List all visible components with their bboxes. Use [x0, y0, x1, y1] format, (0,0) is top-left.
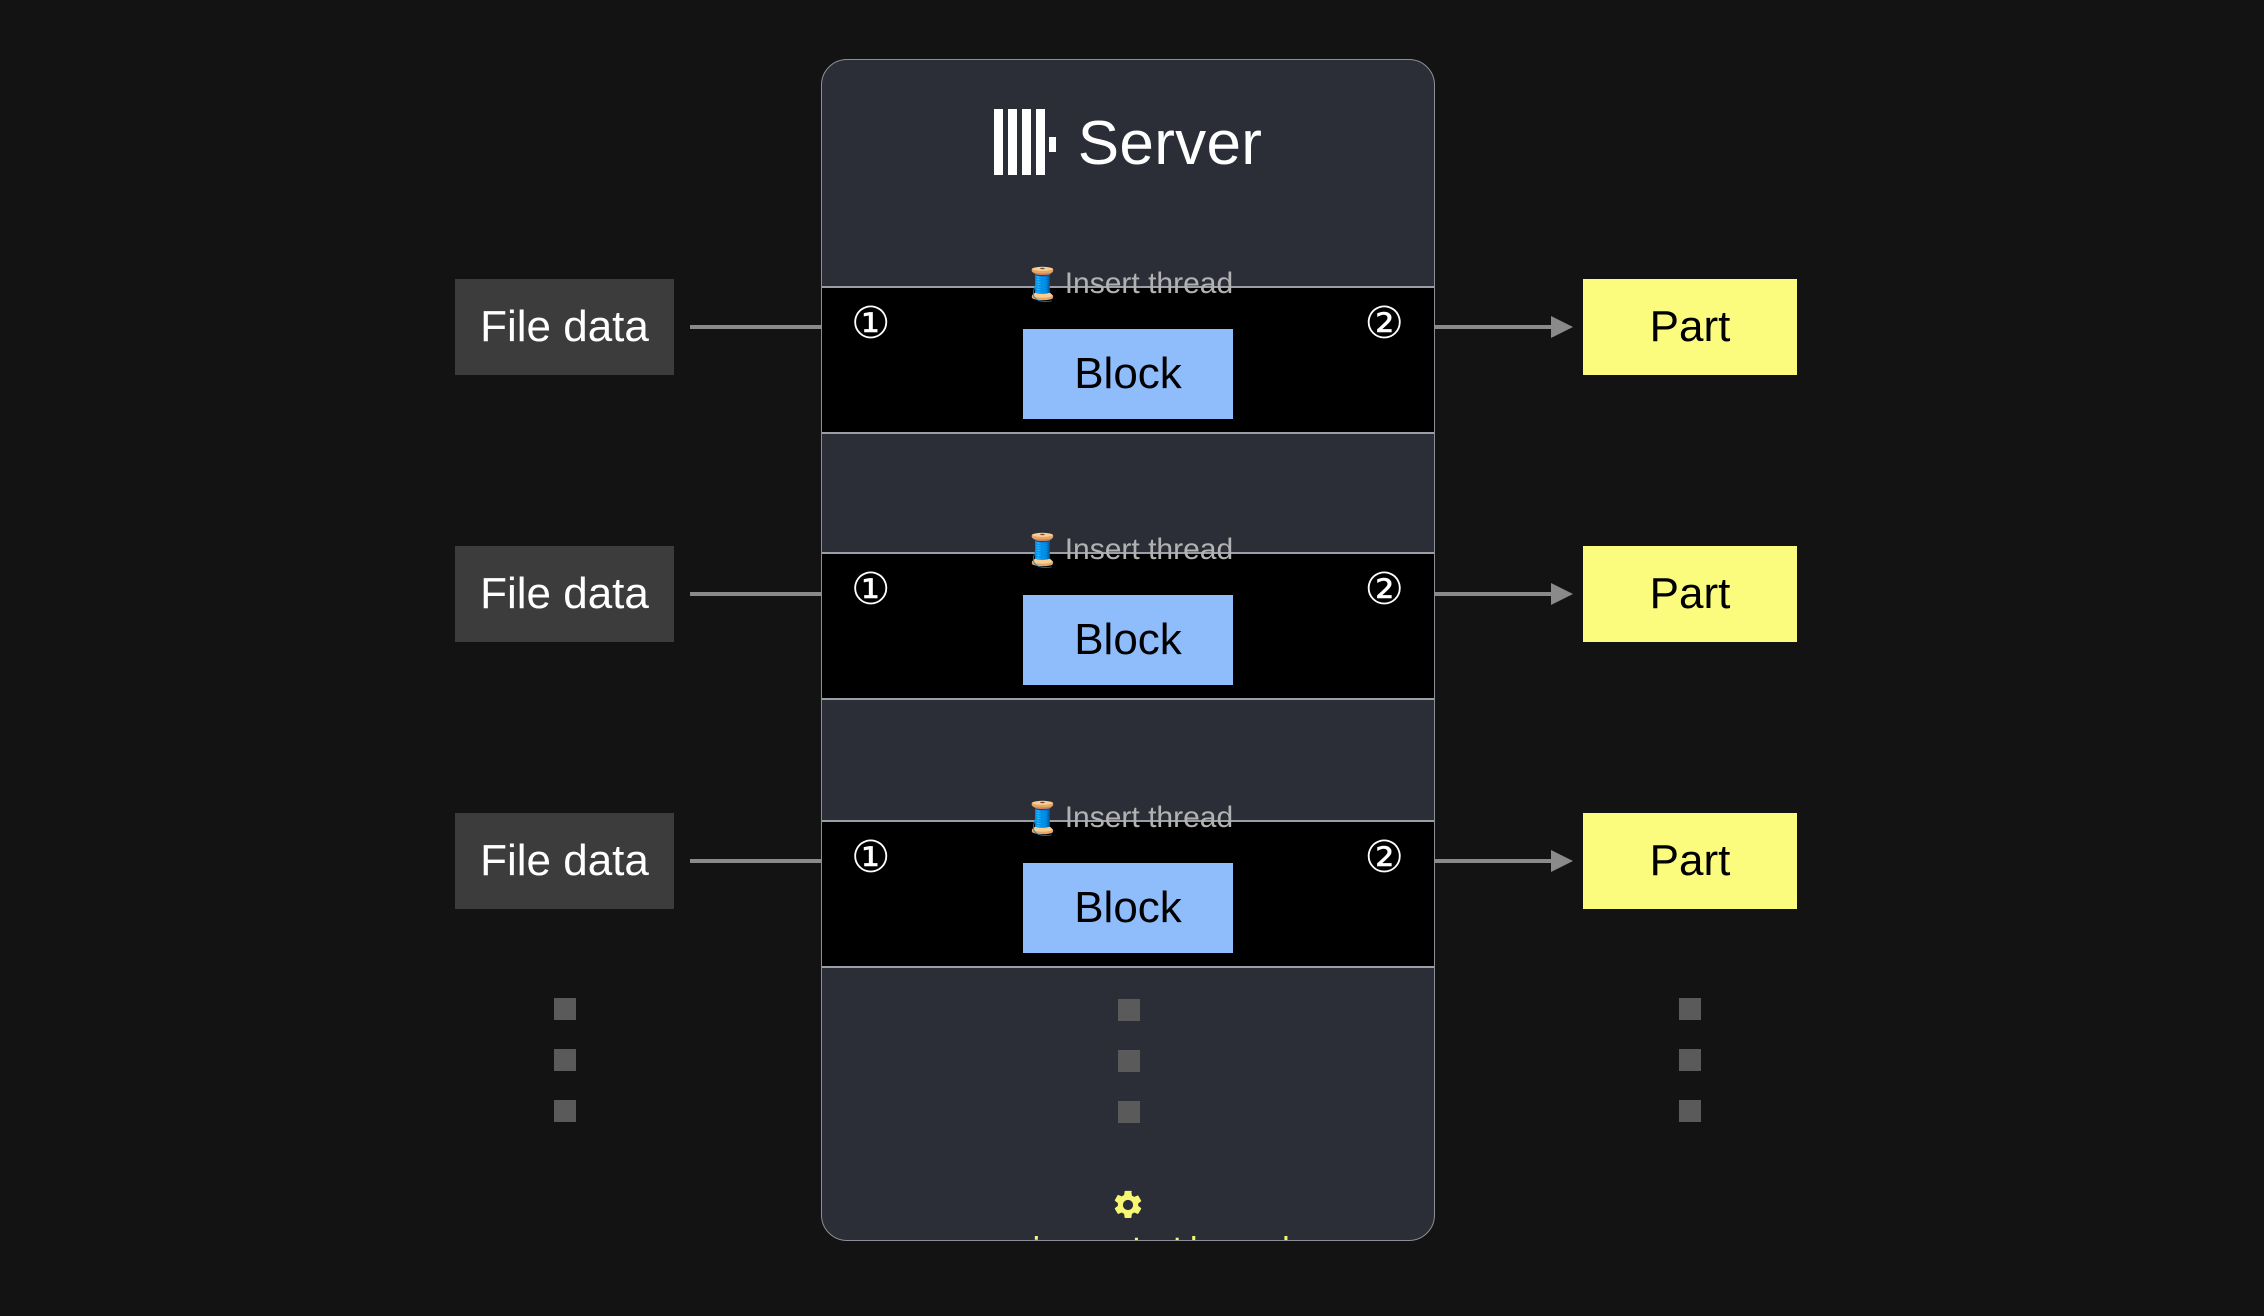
insert-thread-label-2: 🧵 Insert thread — [1023, 534, 1233, 566]
file-data-label: File data — [480, 569, 649, 618]
block-label: Block — [1074, 883, 1182, 932]
ellipsis-square — [1118, 999, 1140, 1021]
insert-thread-group-1: 🧵 Insert thread ① ② Block — [822, 268, 1434, 434]
part-label: Part — [1649, 836, 1731, 885]
thread-spool-icon: 🧵 — [1022, 532, 1063, 568]
gear-icon — [1111, 1188, 1145, 1227]
insert-thread-label-1: 🧵 Insert thread — [1023, 268, 1233, 300]
step-marker-one-1: ① — [851, 299, 891, 348]
ellipsis-square — [1679, 1100, 1701, 1122]
ellipsis-square — [1118, 1101, 1140, 1123]
arrow-head-icon — [1551, 316, 1573, 338]
ellipsis-square — [554, 1100, 576, 1122]
step-marker-two-1: ② — [1364, 299, 1404, 348]
ellipsis-square — [1118, 1050, 1140, 1072]
part-box-1: Part — [1583, 279, 1797, 375]
file-data-box-1: File data — [455, 279, 674, 375]
ellipsis-column-right — [1679, 998, 1701, 1122]
step-marker-one-2: ① — [851, 565, 891, 614]
insert-thread-group-2: 🧵 Insert thread ① ② Block — [822, 534, 1434, 700]
ellipsis-column-middle — [1118, 999, 1140, 1123]
thread-spool-icon: 🧵 — [1022, 266, 1063, 302]
insert-thread-text: Insert thread — [1064, 801, 1234, 834]
insert-thread-text: Insert thread — [1064, 267, 1234, 300]
part-box-3: Part — [1583, 813, 1797, 909]
file-data-label: File data — [480, 302, 649, 351]
insert-thread-text: Insert thread — [1064, 533, 1234, 566]
clickhouse-logo-icon — [993, 108, 1056, 180]
part-label: Part — [1649, 302, 1731, 351]
step-marker-two-2: ② — [1364, 565, 1404, 614]
block-label: Block — [1074, 615, 1182, 664]
arrow-head-icon — [1551, 583, 1573, 605]
server-panel: Server 🧵 Insert thread ① ② Block 🧵 Inser… — [821, 59, 1435, 1241]
insert-thread-label-3: 🧵 Insert thread — [1023, 802, 1233, 834]
setting-name-label: max_insert_threads — [945, 1233, 1312, 1240]
ellipsis-square — [1679, 998, 1701, 1020]
insert-thread-group-3: 🧵 Insert thread ① ② Block — [822, 802, 1434, 968]
part-label: Part — [1649, 569, 1731, 618]
thread-spool-icon: 🧵 — [1022, 800, 1063, 836]
block-box-3: Block — [1023, 863, 1233, 953]
part-box-2: Part — [1583, 546, 1797, 642]
step-marker-two-3: ② — [1364, 833, 1404, 882]
server-title-bar: Server — [822, 60, 1434, 228]
ellipsis-square — [554, 1049, 576, 1071]
max-insert-threads-setting: max_insert_threads — [822, 1188, 1434, 1240]
file-data-box-2: File data — [455, 546, 674, 642]
block-box-1: Block — [1023, 329, 1233, 419]
ellipsis-column-left — [554, 998, 576, 1122]
arrow-head-icon — [1551, 850, 1573, 872]
step-marker-one-3: ① — [851, 833, 891, 882]
block-box-2: Block — [1023, 595, 1233, 685]
page-title: Server — [1077, 109, 1263, 178]
block-label: Block — [1074, 349, 1182, 398]
file-data-box-3: File data — [455, 813, 674, 909]
ellipsis-square — [1679, 1049, 1701, 1071]
ellipsis-square — [554, 998, 576, 1020]
file-data-label: File data — [480, 836, 649, 885]
